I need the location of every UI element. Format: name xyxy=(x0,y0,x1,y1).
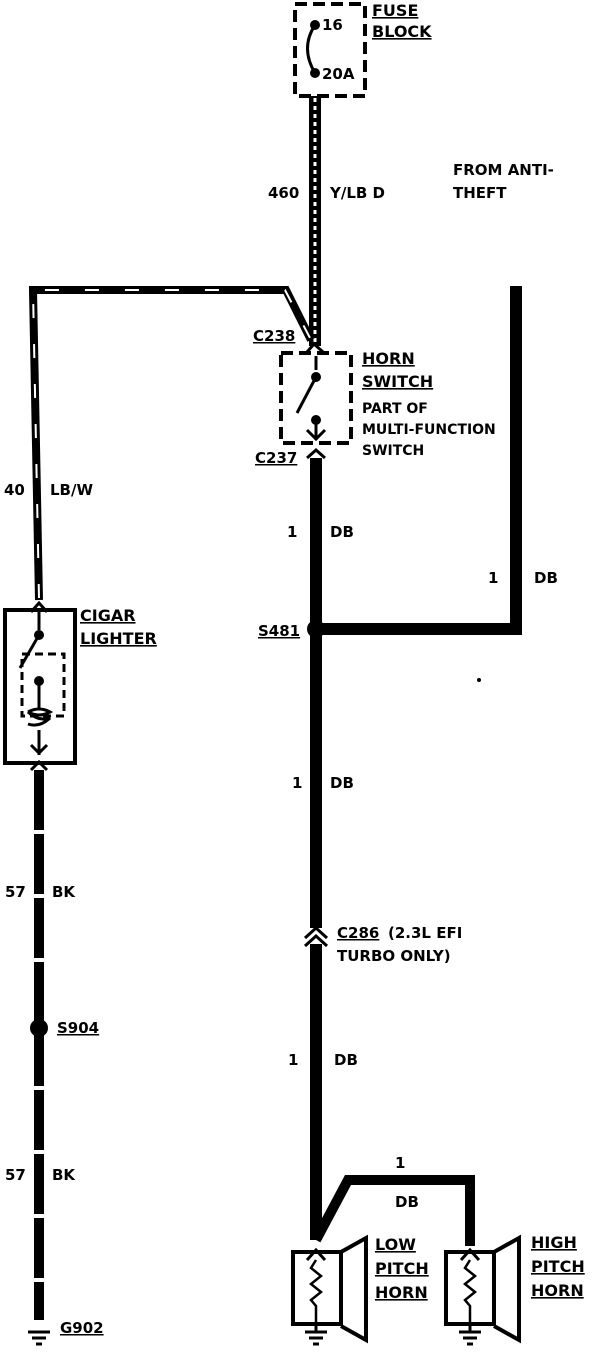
fuse-block-title-2: BLOCK xyxy=(372,22,432,41)
wire-db-3-color: DB xyxy=(334,1051,358,1069)
wire-460-ylbd xyxy=(309,96,321,346)
splice-s481 xyxy=(307,620,325,638)
wire-40-color: LB/W xyxy=(50,481,93,499)
wire-bk-1-circuit: 57 xyxy=(5,883,26,901)
wire-bk-1-color: BK xyxy=(52,883,76,901)
horn-switch xyxy=(279,351,353,445)
wire-db-antitheft xyxy=(316,286,522,635)
fuse-block: 16 20A xyxy=(293,2,367,98)
cigar-lighter xyxy=(3,600,77,772)
wire-bk-2-circuit: 57 xyxy=(5,1166,26,1184)
from-anti-theft-1: FROM ANTI- xyxy=(453,161,554,179)
wire-db-antitheft-circuit: 1 xyxy=(488,569,498,587)
ground-g902-label: G902 xyxy=(60,1319,104,1337)
from-anti-theft-2: THEFT xyxy=(453,184,507,202)
splice-s904 xyxy=(30,1019,48,1037)
high-horn-label-3: HORN xyxy=(531,1281,584,1300)
wire-db-2-color: DB xyxy=(330,774,354,792)
connector-c286-note-2: TURBO ONLY) xyxy=(337,947,451,965)
splice-s904-label: S904 xyxy=(57,1019,99,1037)
low-horn-label-3: HORN xyxy=(375,1283,428,1302)
horn-switch-note-3: SWITCH xyxy=(362,443,424,459)
wire-db-horn-branch xyxy=(311,1175,475,1246)
connector-c237: C237 xyxy=(255,449,297,467)
connector-c286 xyxy=(303,925,329,948)
horn-switch-title-1: HORN xyxy=(362,349,415,368)
low-pitch-horn xyxy=(291,1234,368,1346)
wire-db-4-circuit: 1 xyxy=(395,1154,405,1172)
wire-db-4-color: DB xyxy=(395,1193,419,1211)
wire-bk-2-color: BK xyxy=(52,1166,76,1184)
low-horn-label-2: PITCH xyxy=(375,1259,429,1278)
connector-c286-label: C286 xyxy=(337,924,379,942)
fuse-block-title-1: FUSE xyxy=(372,1,418,20)
cigar-lighter-title-2: LIGHTER xyxy=(80,629,157,648)
wire-db-1-color: DB xyxy=(330,523,354,541)
connector-c238: C238 xyxy=(253,327,295,345)
wire-db-2-circuit: 1 xyxy=(292,774,302,792)
connector-c286-note-1: (2.3L EFI xyxy=(388,924,462,942)
horn-switch-title-2: SWITCH xyxy=(362,372,433,391)
ground-g902 xyxy=(28,1330,50,1346)
high-pitch-horn xyxy=(444,1234,521,1346)
high-horn-label-1: HIGH xyxy=(531,1233,577,1252)
cigar-lighter-title-1: CIGAR xyxy=(80,606,136,625)
wire-db-3-circuit: 1 xyxy=(288,1051,298,1069)
horn-switch-note-2: MULTI-FUNCTION xyxy=(362,422,496,438)
high-horn-label-2: PITCH xyxy=(531,1257,585,1276)
wire-40-lbw xyxy=(28,286,315,601)
splice-s481-label: S481 xyxy=(258,622,300,640)
wire-40-circuit: 40 xyxy=(4,481,25,499)
fuse-number: 16 xyxy=(322,16,343,34)
wire-460-color: Y/LB D xyxy=(329,184,385,202)
wire-db-antitheft-color: DB xyxy=(534,569,558,587)
low-horn-label-1: LOW xyxy=(375,1235,416,1254)
horn-switch-note-1: PART OF xyxy=(362,401,428,417)
wire-460-circuit: 460 xyxy=(268,184,299,202)
fuse-rating: 20A xyxy=(322,65,355,83)
stray-dot xyxy=(477,678,481,682)
wire-db-1-circuit: 1 xyxy=(287,523,297,541)
